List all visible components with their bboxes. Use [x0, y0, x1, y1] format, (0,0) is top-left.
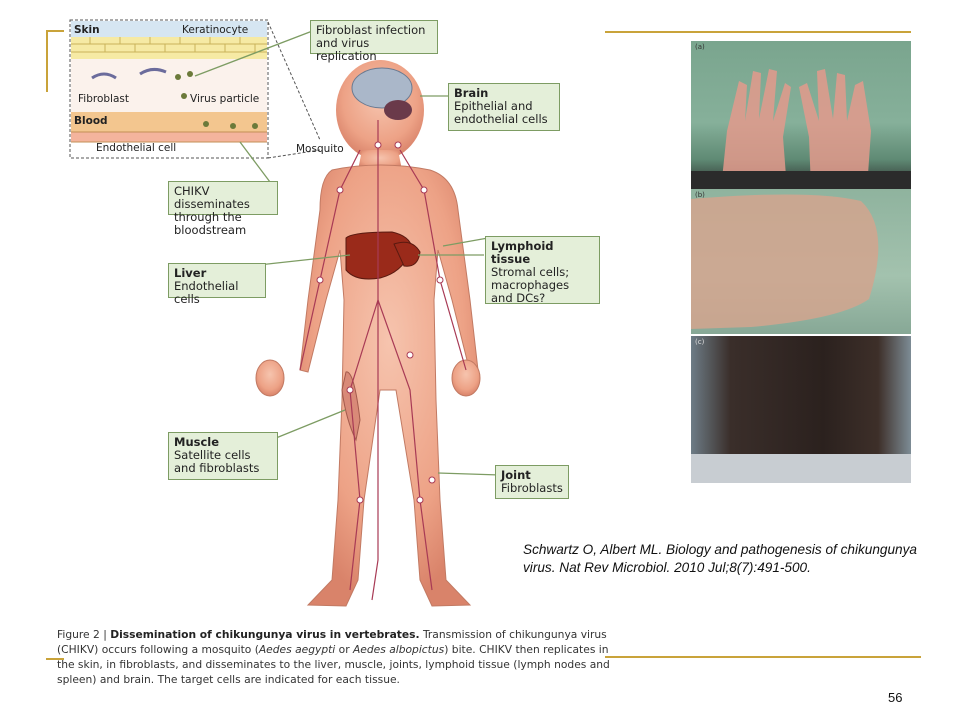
caption-label: Figure 2 | — [57, 628, 110, 641]
photo-c-tag: (c) — [695, 338, 704, 346]
caption-species-1: Aedes aegypti — [259, 643, 335, 656]
chikv-disseminates-text: CHIKV disseminates through the bloodstre… — [174, 184, 250, 237]
blood-label: Blood — [74, 115, 108, 127]
caption-text-2: or — [335, 643, 353, 656]
caption-title: Dissemination of chikungunya virus in ve… — [110, 628, 419, 641]
page-number: 56 — [888, 690, 902, 705]
fibroblast-label: Fibroblast — [78, 93, 129, 105]
liver-text: Endothelial cells — [174, 279, 238, 306]
virus-particle-label: Virus particle — [190, 93, 259, 105]
fibroblast-infection-callout: Fibroblast infection and virus replicati… — [310, 20, 438, 54]
skin-label: Skin — [74, 24, 100, 36]
joint-text: Fibroblasts — [501, 481, 563, 495]
slide-accent-top-right — [605, 31, 911, 33]
skin-blood-inset — [70, 20, 268, 158]
leg-illustration — [691, 336, 911, 483]
muscle-callout: Muscle Satellite cells and fibroblasts — [168, 432, 278, 480]
slide-accent-bottom-right — [605, 656, 921, 658]
lymphoid-text: Stromal cells; macrophages and DCs? — [491, 265, 569, 305]
ankle-illustration — [691, 189, 911, 334]
mosquito-label: Mosquito — [296, 143, 344, 155]
brain-callout: Brain Epithelial and endothelial cells — [448, 83, 560, 131]
brain-text: Epithelial and endothelial cells — [454, 99, 548, 126]
photo-leg: (c) — [691, 336, 911, 483]
lymphoid-title: Lymphoid tissue — [491, 240, 594, 266]
figure-caption: Figure 2 | Dissemination of chikungunya … — [57, 627, 627, 687]
caption-species-2: Aedes albopictus — [353, 643, 444, 656]
photo-hands: (a) — [691, 41, 911, 189]
endothelial-cell-label: Endothelial cell — [96, 142, 176, 154]
liver-callout: Liver Endothelial cells — [168, 263, 266, 298]
hands-illustration — [691, 41, 911, 189]
photo-ankle: (b) — [691, 189, 911, 334]
keratinocyte-label: Keratinocyte — [182, 24, 248, 36]
photo-a-tag: (a) — [695, 43, 705, 51]
photo-b-tag: (b) — [695, 191, 705, 199]
chikv-disseminates-callout: CHIKV disseminates through the bloodstre… — [168, 181, 278, 215]
lymphoid-tissue-callout: Lymphoid tissue Stromal cells; macrophag… — [485, 236, 600, 304]
citation-text: Schwartz O, Albert ML. Biology and patho… — [523, 541, 953, 577]
human-body — [256, 60, 480, 606]
joint-callout: Joint Fibroblasts — [495, 465, 569, 499]
muscle-text: Satellite cells and fibroblasts — [174, 448, 259, 475]
